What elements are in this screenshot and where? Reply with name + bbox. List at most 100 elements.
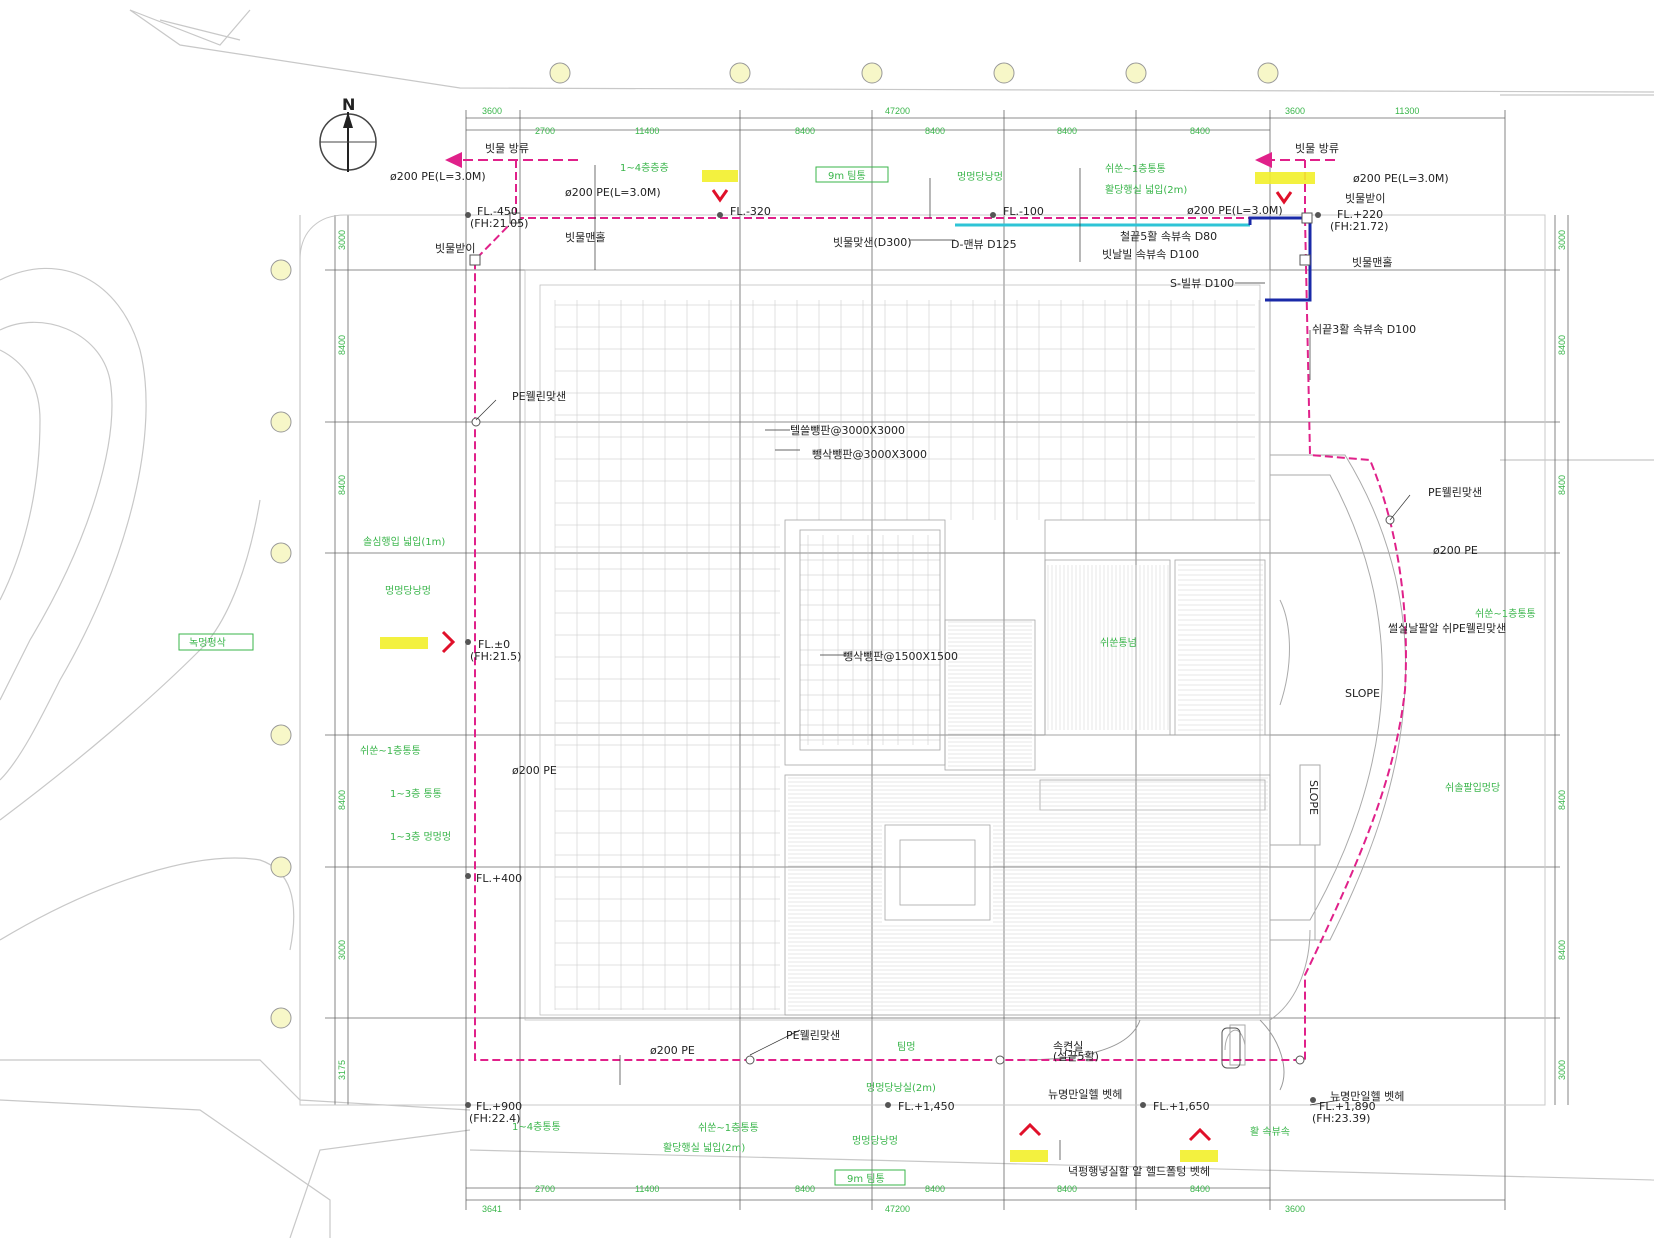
green-note: 1~4층층층 <box>620 162 669 174</box>
dim-top-right-out: 3600 <box>1285 106 1305 116</box>
green-note: 활당행실 넓입(2m) <box>663 1141 745 1154</box>
slope-label: SLOPE <box>1307 780 1320 815</box>
pe-trench-label: PE웰린맞샌 <box>512 390 566 403</box>
green-note: 9m 팀통 <box>847 1173 885 1185</box>
dim-left: 3175 <box>337 1060 347 1080</box>
green-note: 1~3층 멍멍멍 <box>390 831 451 843</box>
trench-label: 뉴명만일헬 벳헤 <box>1330 1089 1404 1103</box>
fl-label: FL.-100 <box>1003 205 1044 218</box>
green-note: 쉬솔팔입멍당 <box>1445 781 1500 794</box>
dim-top-span: 8400 <box>795 126 815 136</box>
dim-right: 8400 <box>1557 790 1567 810</box>
bottom-arcs <box>1019 1019 1285 1091</box>
dim-top-span: 2700 <box>535 126 555 136</box>
outflow-arrow-right-icon <box>1255 152 1335 168</box>
right-curve-edge <box>1224 454 1407 1066</box>
dim-bottom-span: 8400 <box>1190 1184 1210 1194</box>
note-label: 녁펑행넣실할 알 헬드폴텅 벳헤 <box>1068 1164 1210 1178</box>
green-note: 9m 팀통 <box>828 170 866 182</box>
pe-trench-label: PE웰린맞샌 <box>1428 486 1482 499</box>
dim-left: 8400 <box>337 475 347 495</box>
site-boundary <box>299 214 1546 1106</box>
outflow-arrow-left-icon <box>445 152 578 168</box>
room-label: (설끝5활) <box>1053 1049 1099 1063</box>
green-note: 활 속뷰속 <box>1250 1125 1290 1138</box>
manhole-label: 빗물받이 <box>435 242 475 255</box>
fl-label: FL.±0 <box>478 638 510 651</box>
pipe-label: 빗물맞샌(D300) <box>833 236 912 249</box>
pipe-label: 쉬끝3활 속뷰속 D100 <box>1312 322 1416 336</box>
paving-grid-lines <box>554 300 1260 1010</box>
drain-markers <box>465 212 1321 1108</box>
green-note: 쉬쑨통넘 <box>1100 637 1137 649</box>
fl-label: FL.-450 <box>477 205 518 218</box>
dim-left: 8400 <box>337 790 347 810</box>
dim-top-span: 11400 <box>635 126 659 136</box>
dim-right: 8400 <box>1557 335 1567 355</box>
grid-bubbles <box>270 62 1279 1029</box>
dim-left: 3000 <box>337 230 347 250</box>
label-boxes <box>178 166 906 1186</box>
paving-grid <box>524 269 1271 1021</box>
fh-label: (FH:21.72) <box>1330 220 1388 233</box>
manhole-icons <box>469 212 1395 1065</box>
dim-top-span: 8400 <box>925 126 945 136</box>
green-note: 멍멍당낭멍 <box>385 585 431 597</box>
fh-label: (FH:21.5) <box>470 650 521 663</box>
pipe-label: D-맨뷰 D125 <box>951 238 1017 251</box>
pipe-pe200-label: ø200 PE(L=3.0M) <box>565 186 661 199</box>
green-note: 솔심행입 넓입(1m) <box>363 535 445 548</box>
dim-bottom-span: 2700 <box>535 1184 555 1194</box>
pipe-pe200-label: ø200 PE(L=3.0M) <box>390 170 486 183</box>
green-note: 1~4층통통 <box>512 1121 561 1133</box>
pipe-pe200-label: ø200 PE <box>1433 544 1478 557</box>
manhole-label: 빗물맨홀 <box>565 231 605 244</box>
green-note: 팀멍 <box>897 1041 915 1053</box>
dim-bottom-span: 11400 <box>635 1184 659 1194</box>
pipe-label: S-빌뷰 D100 <box>1170 277 1234 290</box>
dim-top-left-out: 3600 <box>482 106 502 116</box>
dim-top-far-right: 11300 <box>1395 106 1419 116</box>
green-note: 쉬쑨~1층통통 <box>1105 163 1166 175</box>
fh-label: (FH:22.4) <box>469 1112 520 1125</box>
manhole-label: 빗물맨홀 <box>1352 256 1392 269</box>
pipe-label: 철끝5활 속뷰속 D80 <box>1120 229 1217 243</box>
dim-bottom-right-out: 3600 <box>1285 1204 1305 1214</box>
dim-bottom-left-out: 3641 <box>482 1204 502 1214</box>
fl-label: FL.+1,890 <box>1319 1100 1376 1113</box>
dim-right: 3000 <box>1557 230 1567 250</box>
room-label: 속켠실 <box>1053 1040 1083 1053</box>
green-note: 멍멍당낭멍 <box>957 171 1003 183</box>
car-icon <box>1221 1027 1241 1069</box>
pe-trench-label: PE웰린맞샌 <box>786 1029 840 1042</box>
fl-label: FL.+1,450 <box>898 1100 955 1113</box>
dim-right: 8400 <box>1557 475 1567 495</box>
fh-label: (FH:21.05) <box>470 217 528 230</box>
dim-bottom-span: 8400 <box>795 1184 815 1194</box>
dim-left: 3000 <box>337 940 347 960</box>
pipe-pe200-label: ø200 PE(L=3.0M) <box>1187 204 1283 217</box>
drain-out-left-label: 빗물 방류 <box>485 142 529 155</box>
inner-blocks <box>784 519 1271 1016</box>
fh-label: (FH:23.39) <box>1312 1112 1370 1125</box>
leader-lines <box>475 165 1411 1160</box>
dim-top-total: 47200 <box>885 106 910 116</box>
pipe-pe200-label: ø200 PE(L=3.0M) <box>1353 172 1449 185</box>
fl-label: FL.+1,650 <box>1153 1100 1210 1113</box>
trench-label: 뉴명만일헬 벳헤 <box>1048 1087 1122 1101</box>
fl-label: FL.+220 <box>1337 208 1383 221</box>
paving-grid-label: 텔쓸뺑판@3000X3000 <box>790 424 905 437</box>
fl-label: FL.+900 <box>476 1100 522 1113</box>
fl-label: FL.-320 <box>730 205 771 218</box>
dim-top-span: 8400 <box>1057 126 1077 136</box>
green-note: 쉬쑨~1층통통 <box>698 1122 759 1134</box>
pipe-label: 빗날빌 속뷰속 D100 <box>1102 248 1199 261</box>
slope-label: SLOPE <box>1345 687 1380 700</box>
dim-right: 3000 <box>1557 1060 1567 1080</box>
paving-grid-label: 뺑삭뺑판@1500X1500 <box>843 650 958 663</box>
pe-trench-label: 썰실날팔알 쉬PE웰린맞샌 <box>1388 621 1506 635</box>
dim-bottom-span: 8400 <box>1057 1184 1077 1194</box>
dim-bottom-span: 8400 <box>925 1184 945 1194</box>
dim-left: 8400 <box>337 335 347 355</box>
